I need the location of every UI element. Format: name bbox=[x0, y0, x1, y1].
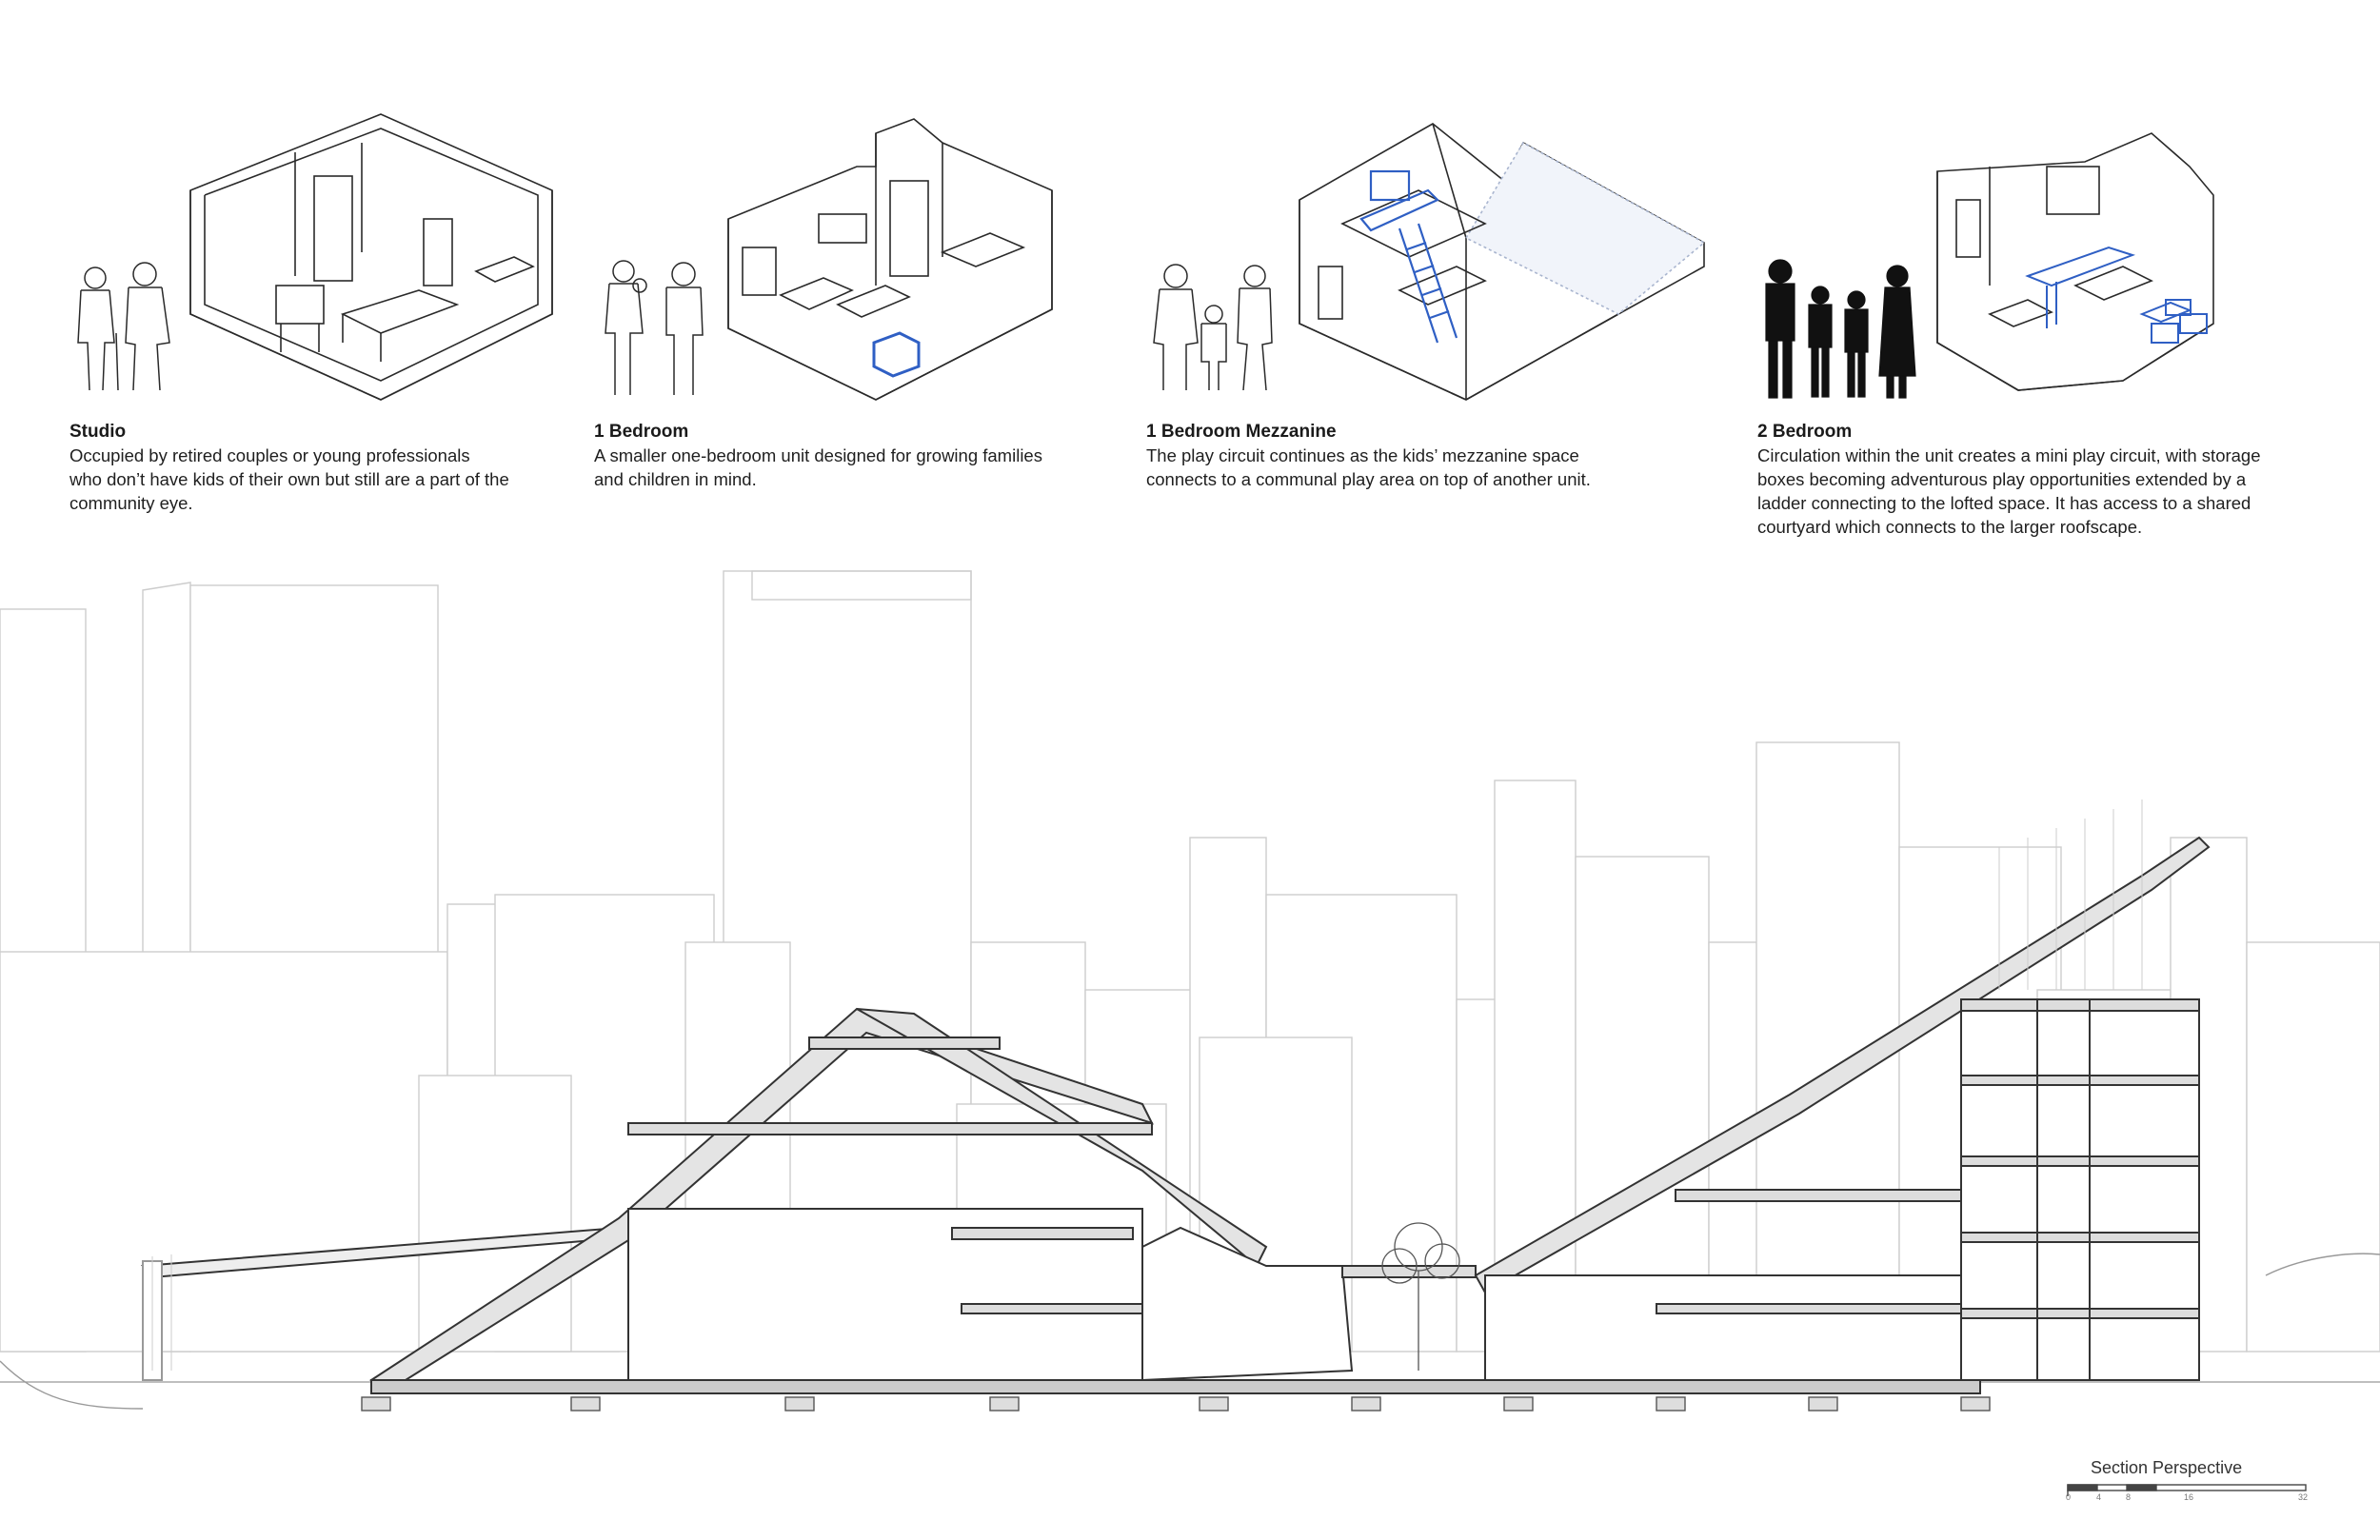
studio-people bbox=[77, 262, 170, 391]
blue-mezzanine-stair bbox=[1359, 169, 1458, 344]
scale-tick: 16 bbox=[2184, 1492, 2194, 1502]
mezzanine-people bbox=[1153, 264, 1273, 391]
scale-tick: 4 bbox=[2096, 1492, 2102, 1502]
two-bedroom-people bbox=[1765, 259, 1916, 399]
unit-title: 1 Bedroom Mezzanine bbox=[1146, 422, 1337, 442]
two-bedroom-axonometric bbox=[1936, 132, 2214, 391]
unit-description-line: The play circuit continues as the kids’ … bbox=[1146, 445, 1579, 465]
blue-bed-1br bbox=[872, 331, 921, 378]
unit-description-line: community eye. bbox=[69, 493, 193, 513]
unit-description-line: courtyard which connects to the larger r… bbox=[1757, 517, 2143, 537]
studio-axonometric bbox=[189, 113, 553, 401]
unit-description-line: and children in mind. bbox=[594, 469, 757, 489]
unit-title: 1 Bedroom bbox=[594, 422, 689, 442]
unit-description-line: Circulation within the unit creates a mi… bbox=[1757, 445, 2261, 465]
scale-tick: 8 bbox=[2126, 1492, 2132, 1502]
unit-description-line: ladder connecting to the lofted space. I… bbox=[1757, 493, 2251, 513]
unit-description-line: Occupied by retired couples or young pro… bbox=[69, 445, 470, 465]
unit-title: 2 Bedroom bbox=[1757, 422, 1853, 442]
scale-bar-label: Section Perspective bbox=[2091, 1458, 2243, 1477]
unit-description-line: A smaller one-bedroom unit designed for … bbox=[594, 445, 1042, 465]
unit-title: Studio bbox=[69, 422, 127, 442]
unit-description-line: connects to a communal play area on top … bbox=[1146, 469, 1591, 489]
blue-storage-boxes bbox=[2025, 246, 2208, 344]
unit-description-line: boxes becoming adventurous play opportun… bbox=[1757, 469, 2247, 489]
scale-tick: 0 bbox=[2066, 1492, 2072, 1502]
one-bedroom-people bbox=[605, 260, 704, 395]
scale-tick: 32 bbox=[2298, 1492, 2309, 1502]
unit-description-line: who don’t have kids of their own but sti… bbox=[69, 469, 509, 489]
one-bedroom-axonometric bbox=[727, 118, 1053, 401]
mezzanine-axonometric bbox=[1299, 123, 1706, 401]
